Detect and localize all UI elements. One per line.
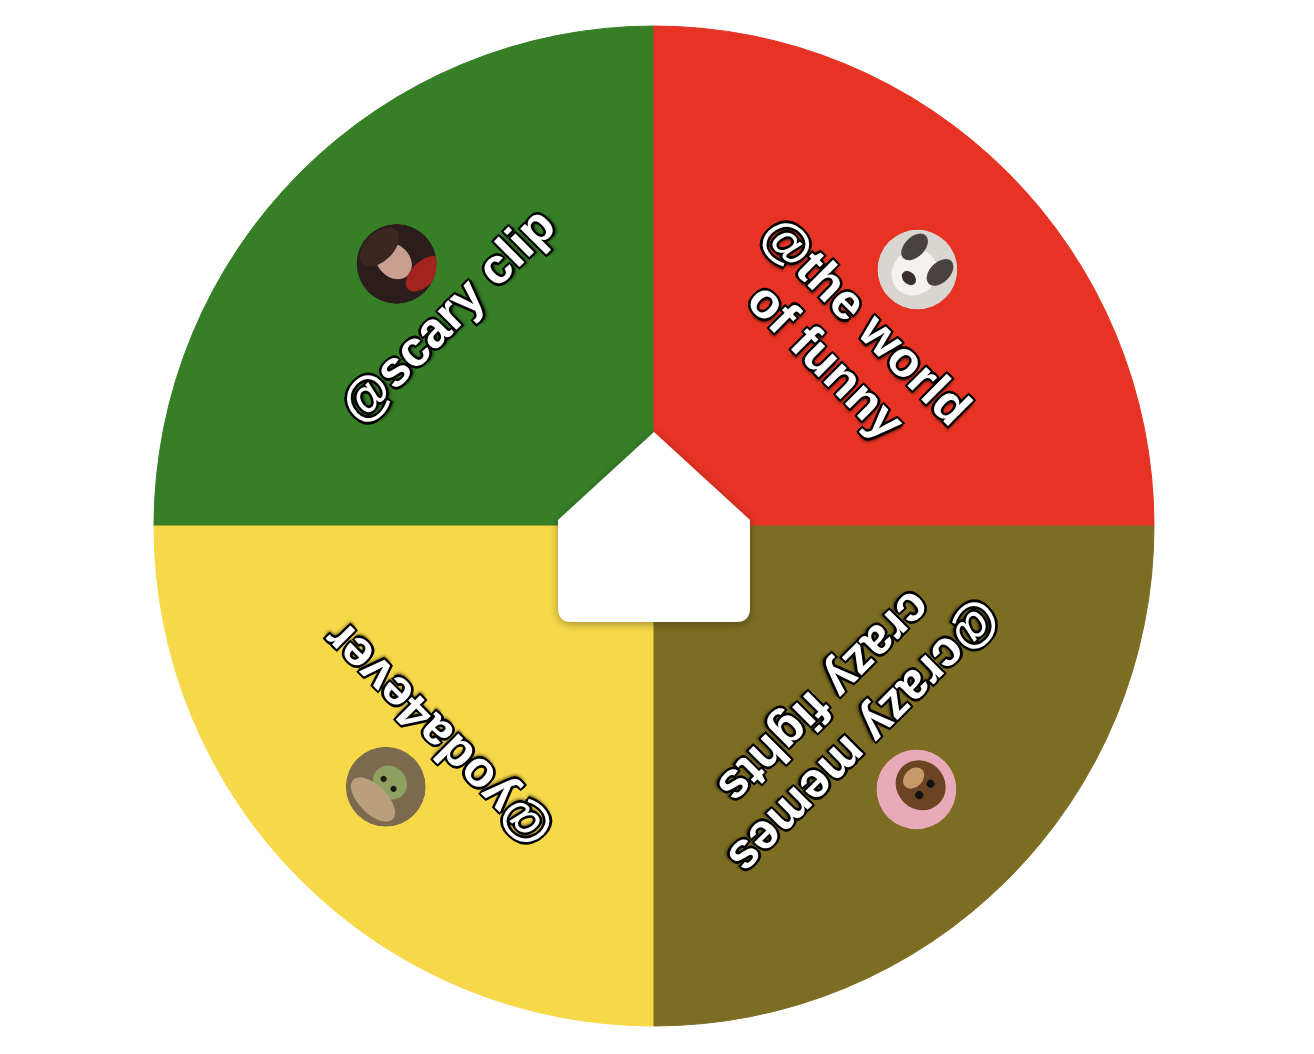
wheel-segment: @yoda4ever xyxy=(154,526,654,1026)
wheel-segment: @scary clip xyxy=(154,26,654,526)
wheel-segment: @crazy memes crazy fights xyxy=(654,526,1154,1026)
wheel-segment: @the world of funny xyxy=(654,26,1154,526)
